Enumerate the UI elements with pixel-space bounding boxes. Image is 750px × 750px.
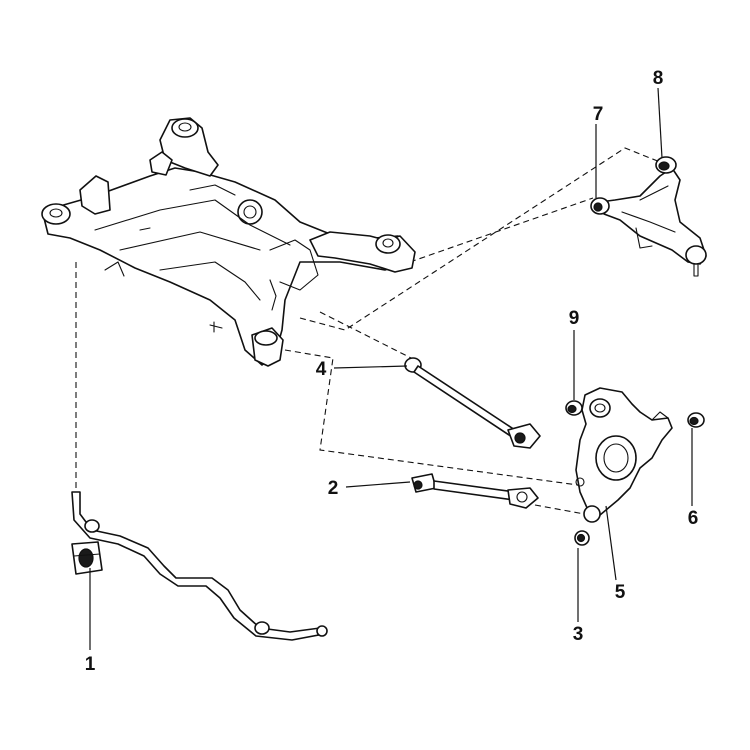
callout-4: 4 — [316, 359, 327, 380]
part-6-bushing — [687, 412, 705, 428]
callout-1: 1 — [85, 654, 96, 675]
part-8-bushing — [655, 156, 677, 174]
stabilizer-bar — [71, 491, 328, 641]
assembly-dashed-lines — [75, 147, 661, 516]
callout-9: 9 — [569, 308, 580, 329]
callout-2: 2 — [328, 478, 339, 499]
callout-5: 5 — [615, 582, 626, 603]
part-1-stabilizer-bushing — [71, 541, 103, 575]
callout-labels: 1 2 3 4 5 6 7 8 9 — [85, 68, 699, 675]
upper-control-arm — [599, 167, 707, 265]
part-5-knuckle — [575, 387, 673, 523]
callout-7: 7 — [593, 104, 604, 125]
callout-8: 8 — [653, 68, 664, 89]
rear-subframe — [41, 117, 416, 367]
part-3-bushing — [574, 530, 590, 546]
leader-lines — [89, 87, 693, 650]
callout-3: 3 — [573, 624, 584, 645]
callout-6: 6 — [688, 508, 699, 529]
part-2-toe-link — [411, 473, 539, 509]
part-7-bushing — [590, 197, 610, 215]
part-9-bushing — [565, 400, 583, 416]
ball-joint — [685, 245, 707, 277]
part-4-lateral-link — [404, 357, 541, 449]
